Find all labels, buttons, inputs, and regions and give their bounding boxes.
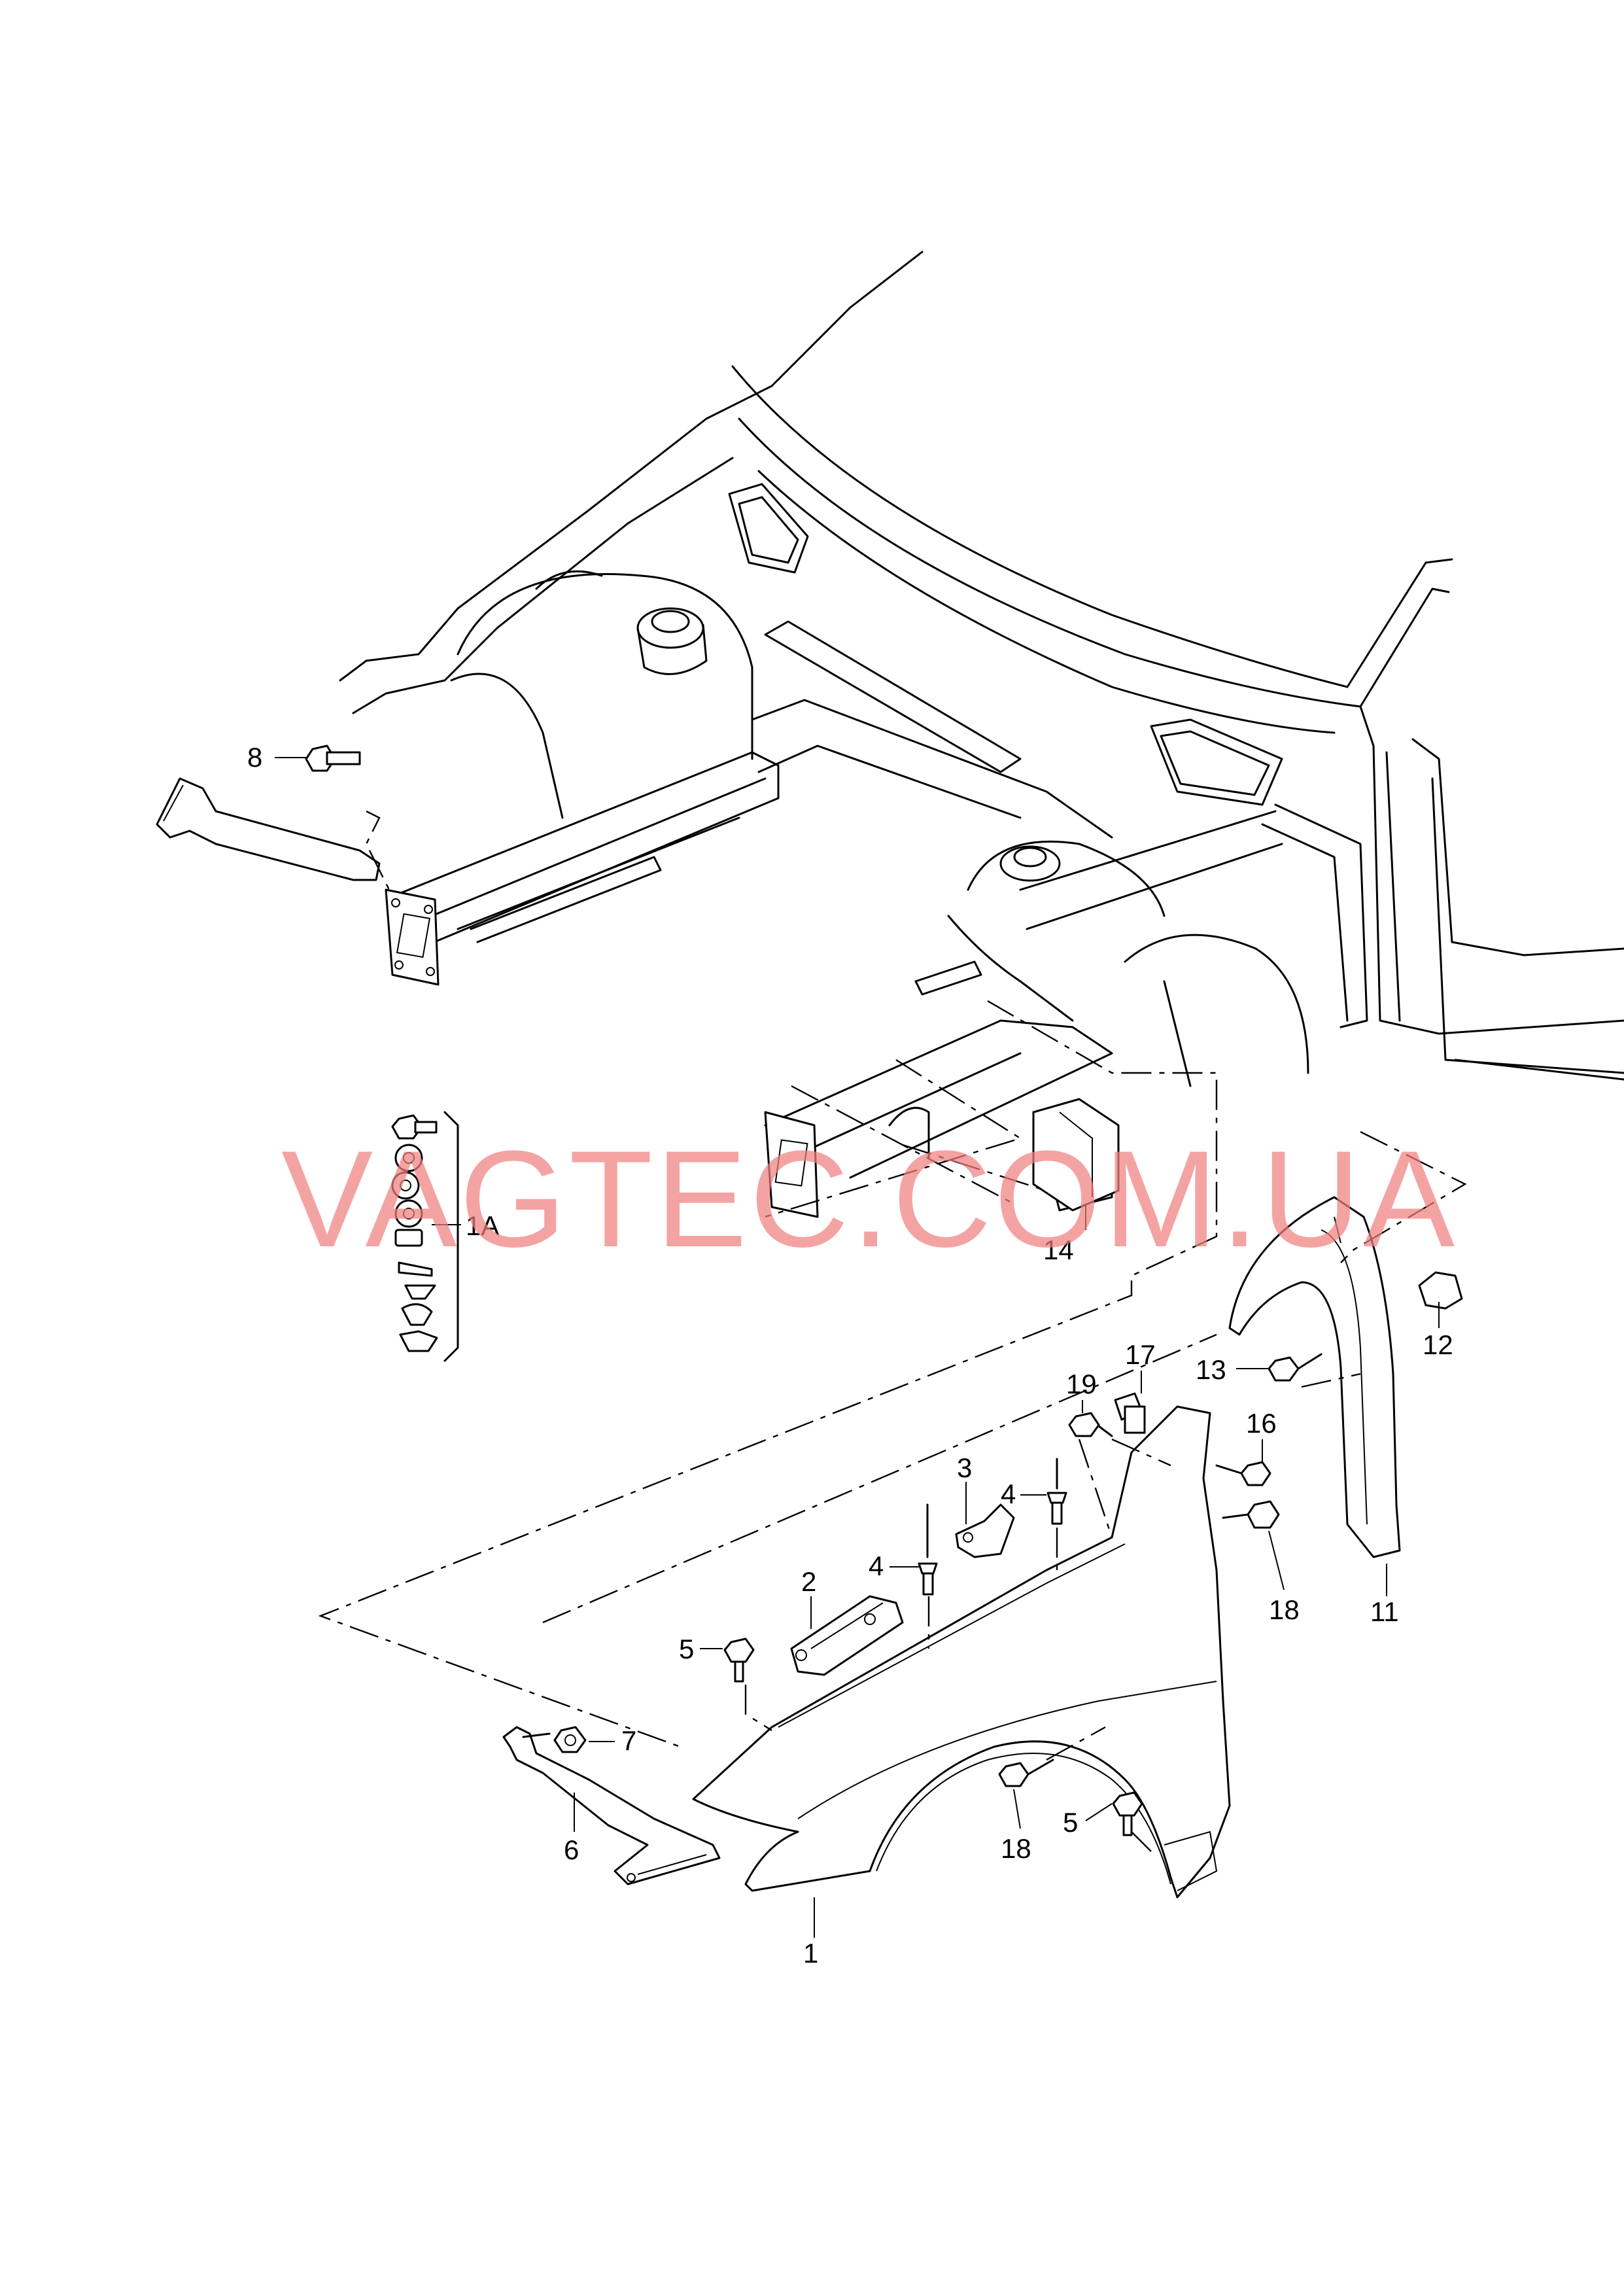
callout-14: 14	[1043, 1235, 1074, 1265]
callout-18-lower: 18	[1001, 1833, 1031, 1864]
screw-18-lower	[998, 1759, 1054, 1787]
leader-lines	[275, 757, 1440, 1938]
body-shell	[339, 251, 1624, 1087]
callout-1A: 1A	[466, 1210, 499, 1241]
screw-19	[1068, 1412, 1113, 1437]
rivet-4-right	[1046, 1458, 1067, 1525]
callout-7: 7	[621, 1725, 636, 1756]
nut-7	[522, 1726, 587, 1753]
fastener-kit-1A	[391, 1111, 459, 1362]
rivet-4-left	[918, 1503, 938, 1596]
wheel-arch-liner-11	[1228, 1196, 1401, 1558]
bracket-8	[156, 745, 381, 881]
callout-8: 8	[247, 742, 262, 773]
left-longitudinal-member	[385, 751, 780, 986]
buffer-14	[1032, 1098, 1120, 1212]
callout-16: 16	[1246, 1408, 1277, 1439]
callout-11: 11	[1370, 1596, 1399, 1627]
screw-18-upper	[1222, 1500, 1280, 1529]
callout-17: 17	[1125, 1339, 1156, 1370]
bolt-icon	[305, 745, 361, 772]
callout-5-lower: 5	[1063, 1807, 1078, 1838]
support-bracket-2	[790, 1595, 904, 1676]
screw-5-upper	[723, 1638, 755, 1683]
callout-2: 2	[801, 1566, 816, 1597]
screw-16	[1215, 1461, 1271, 1486]
front-fender-1	[692, 1405, 1231, 1899]
bracket-6	[502, 1726, 721, 1885]
callout-13: 13	[1196, 1354, 1226, 1385]
assembly-lines	[318, 810, 1467, 1852]
callout-labels: 8 1A 2 3 4 4 5 5 6 7 1 11 12 13 14 16 17…	[247, 742, 1453, 1969]
callout-19: 19	[1066, 1369, 1097, 1399]
callout-4-right: 4	[1001, 1479, 1016, 1509]
callout-1: 1	[803, 1938, 818, 1969]
clip-12	[1418, 1271, 1463, 1310]
callout-3: 3	[957, 1452, 972, 1483]
callout-5-upper: 5	[679, 1634, 694, 1664]
watermark: VAGTEC.COM.UA	[281, 1122, 1457, 1276]
retaining-bracket-3	[955, 1503, 1015, 1558]
screw-13	[1268, 1353, 1322, 1382]
callout-18-upper: 18	[1269, 1594, 1300, 1625]
callout-4-left: 4	[869, 1550, 884, 1581]
screw-5-lower	[1112, 1791, 1143, 1836]
callout-12: 12	[1423, 1329, 1453, 1360]
fastener-icon	[391, 1114, 438, 1352]
screw-17	[1114, 1392, 1146, 1434]
callout-6: 6	[564, 1834, 579, 1865]
